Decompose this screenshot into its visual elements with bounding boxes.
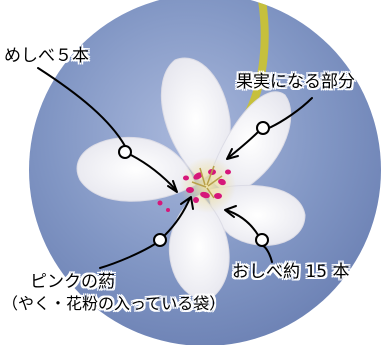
- arrow-stamens: [224, 205, 273, 263]
- pistils: [191, 165, 223, 199]
- label-pistils: めしべ５本: [4, 46, 89, 66]
- flower-center: [180, 157, 236, 213]
- arrow-pistils: [37, 67, 178, 193]
- arrow-fruit-part: [226, 97, 313, 160]
- arrow-anther: [99, 196, 194, 269]
- label-fruit-part: 果実になる部分: [236, 72, 355, 92]
- callout-arrows: [37, 67, 313, 269]
- flower-petals: [76, 57, 306, 300]
- anthers: [157, 169, 231, 212]
- label-anther-detail: （やく・花粉の入っている袋）: [2, 294, 226, 313]
- label-stamens: おしべ約 15 本: [232, 262, 350, 282]
- label-anther: ピンクの葯: [30, 272, 115, 292]
